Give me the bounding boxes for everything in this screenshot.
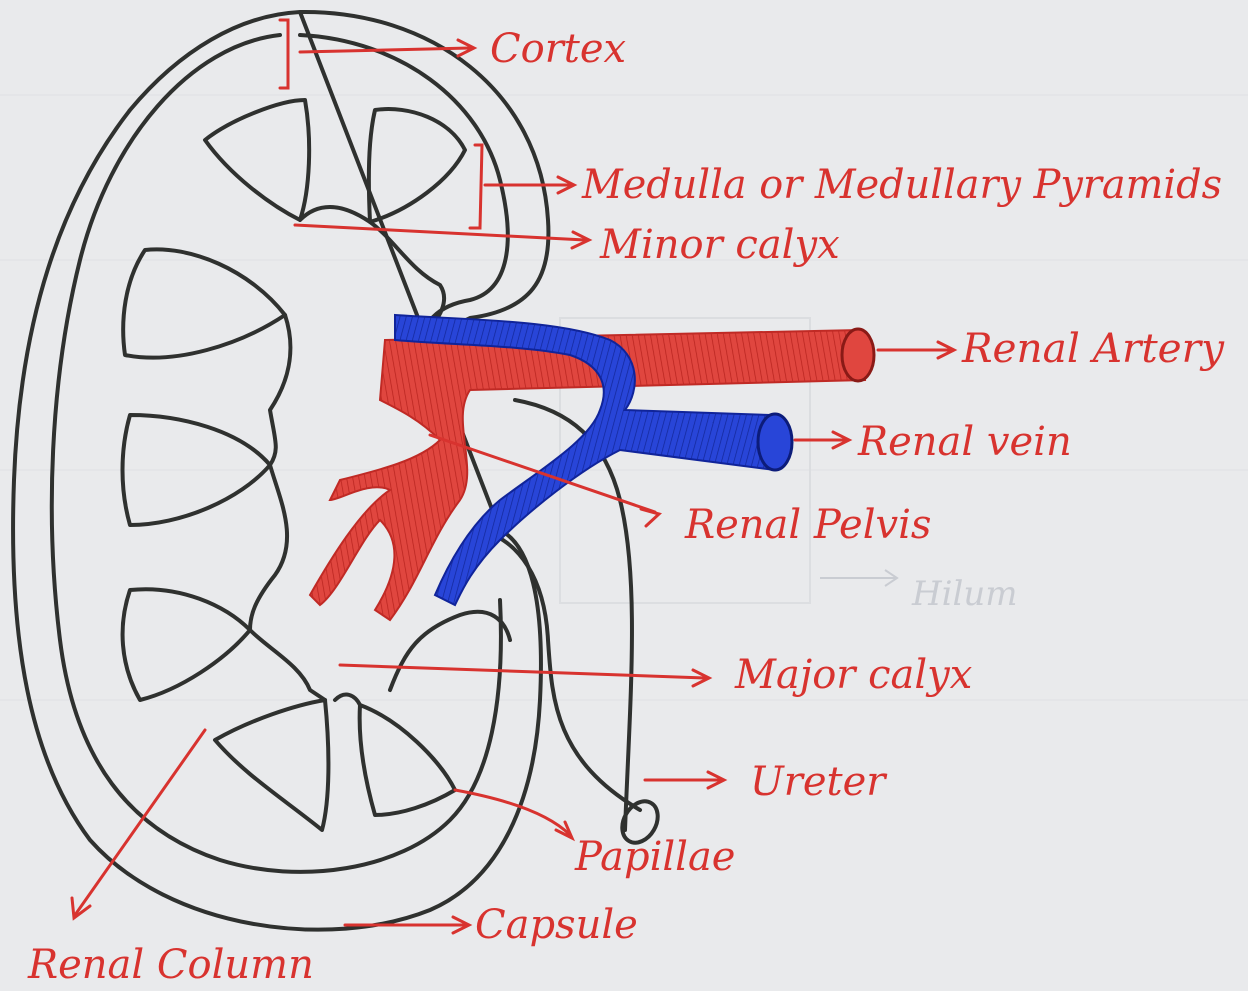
label-major-calyx: Major calyx (734, 652, 972, 698)
pyramid-7 (360, 705, 455, 815)
label-papillae: Papillae (574, 834, 735, 880)
label-renal-pelvis: Renal Pelvis (684, 502, 931, 548)
label-hilum: Hilum (911, 574, 1018, 614)
label-cortex: Cortex (490, 26, 626, 72)
label-medulla: Medulla or Medullary Pyramids (581, 162, 1222, 208)
cortex-inner-top (300, 35, 508, 360)
medulla-bracket (470, 145, 482, 228)
label-capsule: Capsule (475, 902, 638, 948)
pyramid-2 (369, 109, 465, 222)
renal-artery (310, 329, 874, 620)
pyramid-5 (123, 589, 250, 700)
pyramid-6 (215, 700, 328, 830)
pyramid-3 (123, 249, 285, 357)
label-renal-artery: Renal Artery (961, 326, 1225, 372)
label-ureter: Ureter (750, 759, 888, 805)
label-renal-vein: Renal vein (857, 419, 1072, 465)
label-renal-column: Renal Column (27, 942, 314, 988)
label-minor-calyx: Minor calyx (599, 222, 840, 268)
cortex-bracket (280, 20, 288, 88)
pyramid-1 (205, 100, 309, 220)
